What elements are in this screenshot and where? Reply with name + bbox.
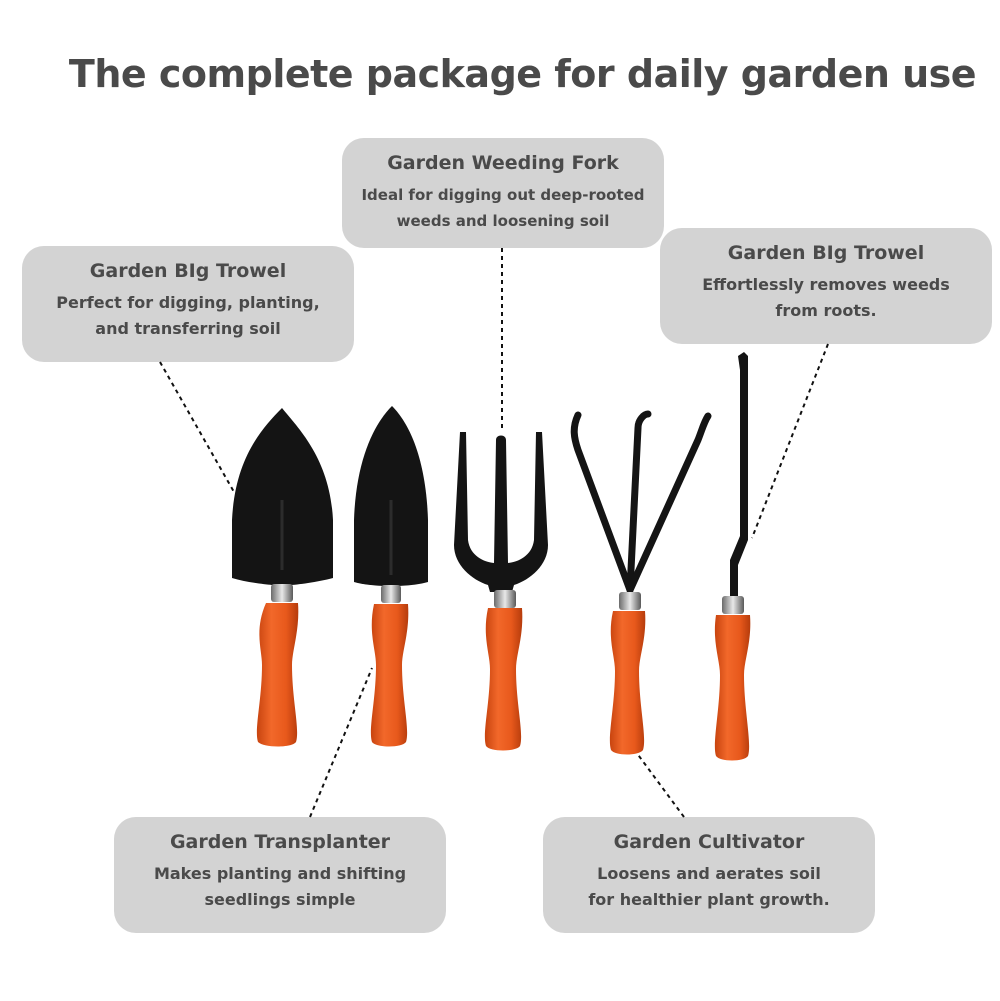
cultivator-tool (570, 410, 712, 594)
callout-description-line: seedlings simple (204, 890, 356, 909)
page-title: The complete package for daily garden us… (68, 52, 977, 96)
callout-description-line: Makes planting and shifting (153, 864, 407, 883)
callout-transplanter: Garden Transplanter Makes planting and s… (114, 817, 446, 933)
callout-title: Garden Weeding Fork (387, 152, 619, 174)
weeding-fork-tool (454, 432, 548, 751)
leader-line-big-trowel-right (751, 343, 829, 539)
callout-description-line: Ideal for digging out deep-rooted (361, 186, 645, 204)
callout-cultivator: Garden Cultivator Loosens and aerates so… (543, 817, 875, 933)
callout-description-line: and transferring soil (95, 319, 281, 338)
callout-description-line: weeds and loosening soil (396, 212, 610, 230)
callout-title: Garden BIg Trowel (89, 260, 287, 282)
big-trowel-tool (232, 408, 333, 747)
callout-title: Garden BIg Trowel (727, 242, 925, 264)
leader-line-transplanter (309, 667, 373, 818)
callout-description-line: from roots. (775, 301, 877, 320)
callout-description-line: Effortlessly removes weeds (702, 275, 950, 294)
cultivator-handle (609, 592, 646, 755)
callout-description-line: Perfect for digging, planting, (56, 293, 320, 312)
callout-title: Garden Transplanter (169, 831, 391, 853)
callout-weeding-fork: Garden Weeding Fork Ideal for digging ou… (342, 138, 664, 248)
callout-title: Garden Cultivator (613, 831, 805, 853)
callout-description-line: for healthier plant growth. (588, 890, 830, 909)
callout-big-trowel-left: Garden BIg Trowel Perfect for digging, p… (22, 246, 354, 362)
transplanter-tool (354, 406, 428, 747)
callout-big-trowel-right: Garden BIg Trowel Effortlessly removes w… (660, 228, 992, 344)
leader-line-big-trowel-left (159, 361, 235, 493)
leader-line-cultivator (635, 751, 685, 818)
callout-description-line: Loosens and aerates soil (597, 864, 821, 883)
weeder-tool (714, 352, 751, 761)
